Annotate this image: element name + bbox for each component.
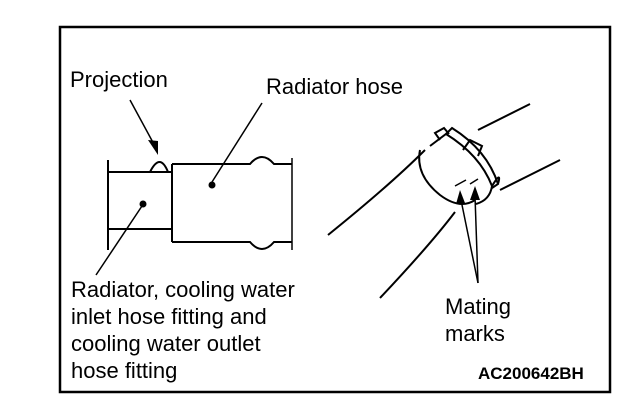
mating-arrowhead-1 [456, 190, 465, 204]
fitting-pipe [107, 160, 172, 250]
projection-leader [129, 99, 157, 149]
label-fitting-line-1: Radiator, cooling water [71, 277, 295, 302]
mating-leader-2 [474, 195, 479, 284]
projection-arrowhead [148, 140, 158, 155]
hose-leader [211, 102, 263, 183]
right-hose-assembly [327, 103, 561, 299]
mating-mark-1 [454, 179, 467, 187]
label-fitting-line-2: inlet hose fitting and [71, 304, 267, 329]
label-fitting-line-4: hose fitting [71, 358, 178, 383]
fitting-leader [95, 205, 143, 276]
label-mating-line-2: marks [445, 321, 505, 346]
label-mating-line-1: Mating [445, 294, 512, 319]
figure-code: AC200642BH [478, 364, 584, 383]
label-radiator-hose: Radiator hose [266, 74, 403, 99]
mating-leader-1 [460, 199, 479, 284]
hose-dot [208, 181, 216, 189]
figure-border [58, 25, 612, 394]
mating-mark-2 [469, 178, 479, 185]
projection-bump [149, 161, 169, 173]
radiator-hose [171, 156, 292, 250]
label-fitting-line-3: cooling water outlet [71, 331, 261, 356]
label-projection: Projection [70, 67, 168, 92]
mating-arrowhead-2 [470, 186, 480, 200]
fitting-dot [139, 200, 147, 208]
